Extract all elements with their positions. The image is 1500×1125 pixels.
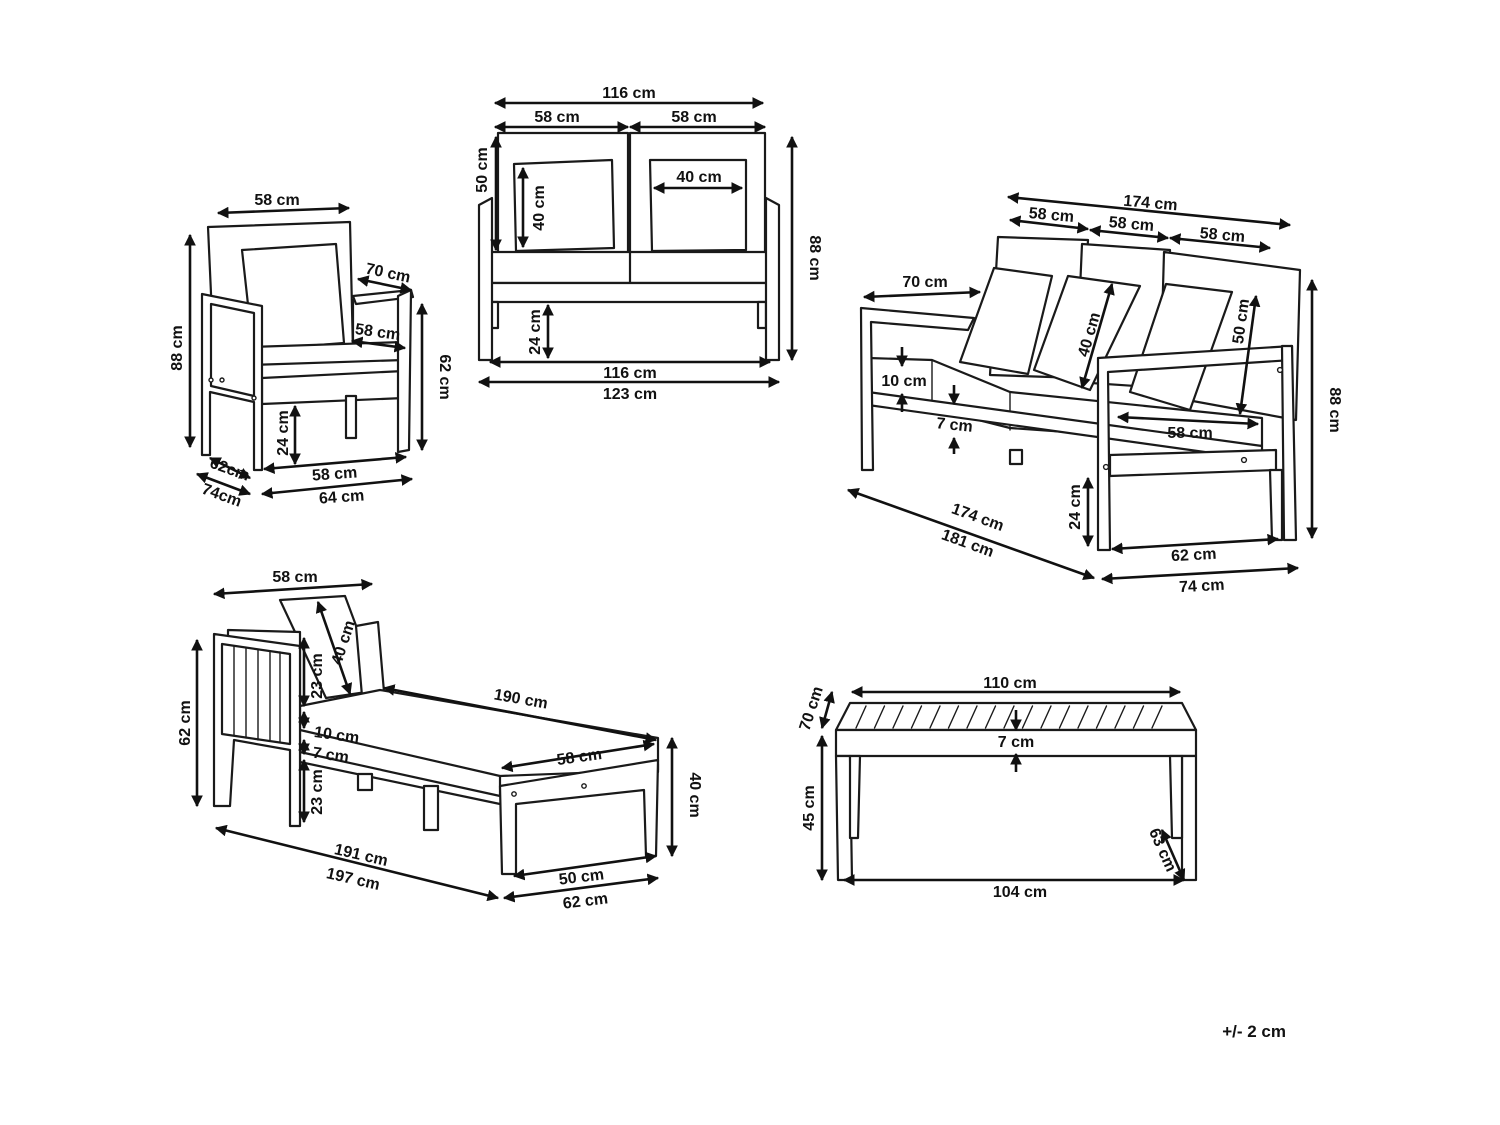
lounger-height-label: 62 cm [177,700,194,745]
loveseat-width-label: 116 cm [602,85,655,102]
armchair-height-label: 88 cm [169,325,186,370]
sofa-overall-depth-label: 74 cm [1179,577,1225,596]
lounger-leg-height-label: 23 cm [309,769,326,814]
table-slat [892,705,904,729]
table-slat [929,705,941,729]
sofa-seat-c-label: 58 cm [1199,225,1246,246]
armchair-seat-height-label: 24 cm [275,410,292,455]
loveseat-dimensions: 116 cm 58 cm 58 cm 50 cm 40 cm 40 cm 88 … [474,85,823,403]
armchair-width-bottom-label: 64 cm [318,487,364,507]
sofa-back-label: 50 cm [1230,298,1253,345]
sofa-depth-label: 62 cm [1171,546,1217,565]
table-slat [855,705,867,729]
lounger-drawing [212,594,660,876]
loveseat-height-label: 88 cm [806,235,823,280]
table-slat [1003,705,1015,729]
lounger-frame-label: 7 cm [311,745,349,767]
sofa-cushion-label: 10 cm [881,373,926,390]
sofa-seat-height-label: 24 cm [1067,484,1084,529]
loveseat-overall-width-label: 123 cm [603,386,657,403]
loveseat-pillow-width-label: 40 cm [676,169,721,186]
table-slat [1151,705,1163,729]
table-slat [873,705,886,729]
sofa-arm-label: 70 cm [902,274,947,291]
sofa-seat-a-label: 58 cm [1028,205,1075,226]
table-width-label: 110 cm [983,675,1036,692]
lounger-cushion-label: 10 cm [313,724,360,747]
loveseat-back-label: 50 cm [474,147,491,192]
sofa-seat-depth-label: 58 cm [1167,425,1212,442]
table-slat [1077,705,1089,729]
armchair-arm-height-label: 62 cm [436,354,453,399]
loveseat-left-seat-label: 58 cm [534,109,579,126]
lounger-width-top-label: 58 cm [272,569,317,586]
table-slat [1021,705,1034,729]
table-slat [1058,705,1071,729]
loveseat-seat-width-label: 116 cm [603,365,656,382]
sofa-frame-label: 7 cm [935,415,973,436]
lounger-seat-height-label: 40 cm [686,772,703,817]
lounger-overall-width-label: 62 cm [562,890,609,912]
table-slat [1132,705,1145,729]
sofa-width-label: 174 cm [1123,193,1179,215]
armchair-depth-bottom-label: 74cm [199,481,243,511]
loveseat-right-seat-label: 58 cm [671,109,716,126]
table-slat [1095,705,1108,729]
table-base-width-label: 104 cm [993,884,1047,901]
table-height-label: 45 cm [801,785,818,830]
loveseat-pillow-height-label: 40 cm [531,185,548,230]
armchair-arm-label: 58 cm [354,321,401,344]
tolerance-note: +/- 2 cm [1222,1022,1286,1041]
sofa-seat-b-label: 58 cm [1108,214,1155,235]
armchair-seat-width-label: 58 cm [311,464,357,484]
sofa-height-label: 88 cm [1326,387,1343,432]
lounger-overall-length-label: 197 cm [325,865,382,894]
armchair-width-label: 58 cm [254,192,299,209]
table-slat [1114,705,1126,729]
lounger-frame-length-label: 191 cm [333,841,390,870]
table-slat [1040,705,1052,729]
table-slat [984,705,997,729]
lounger-dimensions: 58 cm 40 cm 23 cm 62 cm 190 cm 10 cm 7 c… [177,569,703,913]
lounger-back-height-label: 23 cm [309,653,326,698]
lounger-length-label: 190 cm [493,686,549,712]
loveseat-seat-height-label: 24 cm [527,309,544,354]
armchair-dimensions: 58 cm 70 cm 58 cm 88 cm 62 cm 24 cm 58 c… [169,192,453,511]
sofa-dimensions: 174 cm 58 cm 58 cm 58 cm 70 cm 40 cm 50 … [846,192,1343,596]
table-top-thickness-label: 7 cm [998,734,1034,751]
lounger-width-label: 58 cm [556,746,603,769]
table-slat [910,705,923,729]
table-slat [947,705,960,729]
table-slat [966,705,978,729]
